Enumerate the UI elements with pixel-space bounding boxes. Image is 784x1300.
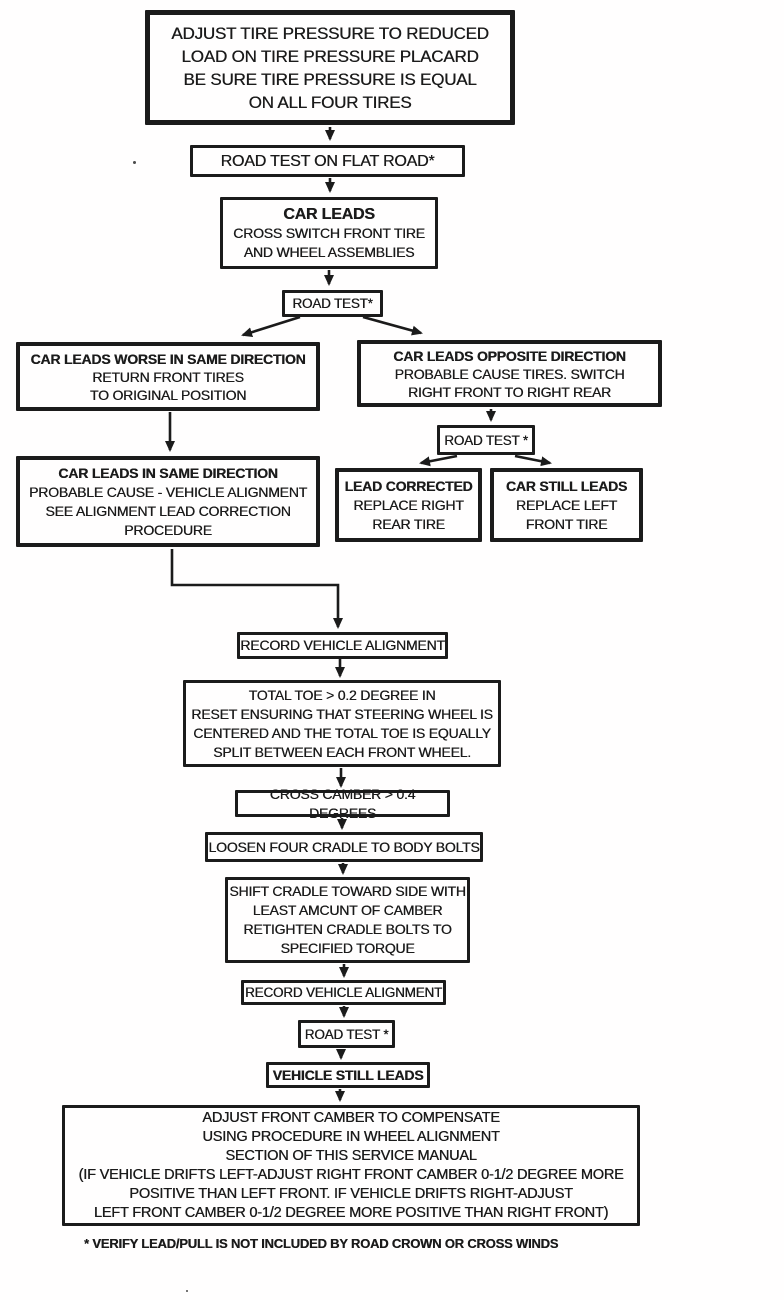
connector-roadtest2-to-leadcorrected [419,454,458,467]
node-shift-cradle: SHIFT CRADLE TOWARD SIDE WITH LEAST AMCU… [225,877,470,963]
node-text-line: PROBABLE CAUSE - VEHICLE ALIGNMENT [29,483,307,500]
node-text-line: ADJUST TIRE PRESSURE TO REDUCED [171,23,489,43]
node-title: CAR LEADS WORSE IN SAME DIRECTION [30,350,306,367]
node-text-line: RIGHT FRONT TO RIGHT REAR [408,383,611,400]
connector-roadtest1-to-leadsopposite [362,315,423,336]
node-adjust-tire-pressure: ADJUST TIRE PRESSURE TO REDUCED LOAD ON … [145,10,515,125]
node-text-line: RETURN FRONT TIRES [92,368,244,385]
node-text-line: ROAD TEST ON FLAT ROAD* [220,152,435,170]
node-text-line: REPLACE RIGHT [353,496,464,513]
node-text-line: (IF VEHICLE DRIFTS LEFT-ADJUST RIGHT FRO… [78,1166,624,1183]
node-vehicle-still-leads: VEHICLE STILL LEADS [266,1062,430,1088]
node-car-leads-opposite: CAR LEADS OPPOSITE DIRECTION PROBABLE CA… [357,340,662,407]
node-text-line: LEFT FRONT CAMBER 0-1/2 DEGREE MORE POSI… [93,1204,609,1221]
node-text-line: ON ALL FOUR TIRES [248,92,412,112]
node-text-line: CROSS SWITCH FRONT TIRE [233,224,425,241]
node-title: CAR LEADS OPPOSITE DIRECTION [393,347,626,364]
node-text-line: CROSS CAMBER > 0.4 DEGREES [269,785,416,821]
node-adjust-front-camber: ADJUST FRONT CAMBER TO COMPENSATE USING … [62,1105,640,1226]
node-text-line: SHIFT CRADLE TOWARD SIDE WITH [229,883,466,899]
node-text-line: SECTION OF THIS SERVICE MANUAL [225,1147,477,1164]
node-car-leads-same-direction: CAR LEADS IN SAME DIRECTION PROBABLE CAU… [16,456,320,547]
node-title: VEHICLE STILL LEADS [272,1066,424,1083]
node-text-line: ROAD TEST * [304,1026,389,1042]
node-road-test-2: ROAD TEST * [437,425,535,455]
node-text-line: CENTERED AND THE TOTAL TOE IS EQUALLY [193,724,491,741]
node-title: CAR LEADS [283,205,375,223]
node-loosen-cradle-bolts: LOOSEN FOUR CRADLE TO BODY BOLTS [205,832,483,862]
node-text-line: REAR TIRE [372,515,445,532]
node-text-line: SPECIFIED TORQUE [280,940,415,956]
scan-speck [133,161,136,164]
node-road-test-3: ROAD TEST * [298,1020,395,1048]
node-total-toe: TOTAL TOE > 0.2 DEGREE IN RESET ENSURING… [183,680,501,767]
node-text-line: ADJUST FRONT CAMBER TO COMPENSATE [202,1109,500,1126]
node-text-line: PROBABLE CAUSE TIRES. SWITCH [394,365,625,382]
node-text-line: RECORD VEHICLE ALIGNMENT [240,637,445,653]
node-car-still-leads: CAR STILL LEADS REPLACE LEFT FRONT TIRE [490,468,643,542]
node-road-test-1: ROAD TEST* [282,290,383,317]
node-title: CAR STILL LEADS [505,477,628,494]
node-text-line: TOTAL TOE > 0.2 DEGREE IN [248,686,436,703]
node-text-line: RECORD VEHICLE ALIGNMENT [245,985,442,1000]
node-text-line: LOAD ON TIRE PRESSURE PLACARD [181,46,479,66]
node-text-line: SEE ALIGNMENT LEAD CORRECTION [45,502,291,519]
node-road-test-flat-road: ROAD TEST ON FLAT ROAD* [190,145,465,177]
node-text-line: POSITIVE THAN LEFT FRONT. IF VEHICLE DRI… [129,1185,573,1202]
node-text-line: REPLACE LEFT [515,496,618,513]
node-record-alignment-2: RECORD VEHICLE ALIGNMENT [241,980,446,1005]
connector-roadtest1-to-leadsworse [241,315,301,338]
node-text-line: PROCEDURE [124,521,212,538]
node-car-leads-worse: CAR LEADS WORSE IN SAME DIRECTION RETURN… [16,342,320,411]
scan-speck [186,1290,188,1292]
node-text-line: BE SURE TIRE PRESSURE IS EQUAL [183,69,477,89]
footnote-verify-lead-pull: * VERIFY LEAD/PULL IS NOT INCLUDED BY RO… [84,1236,559,1251]
node-lead-corrected: LEAD CORRECTED REPLACE RIGHT REAR TIRE [335,468,482,542]
node-cross-camber: CROSS CAMBER > 0.4 DEGREES [235,786,450,821]
node-text-line: LEAST AMCUNT OF CAMBER [252,902,443,918]
node-text-line: RETIGHTEN CRADLE BOLTS TO [243,921,452,937]
connector-roadtest2-to-carstillleads [514,454,552,467]
node-title: CAR LEADS IN SAME DIRECTION [58,464,278,481]
node-text-line: ROAD TEST* [292,296,373,311]
node-title: LEAD CORRECTED [344,477,473,494]
node-text-line: FRONT TIRE [525,515,608,532]
node-text-line: USING PROCEDURE IN WHEEL ALIGNMENT [202,1128,500,1145]
node-text-line: LOOSEN FOUR CRADLE TO BODY BOLTS [208,838,480,855]
connector-leadssame-to-record1 [170,549,343,629]
node-text-line: RESET ENSURING THAT STEERING WHEEL IS [191,705,493,722]
node-record-alignment-1: RECORD VEHICLE ALIGNMENT [237,632,448,659]
node-text-line: AND WHEEL ASSEMBLIES [243,243,415,260]
node-text-line: SPLIT BETWEEN EACH FRONT WHEEL. [213,743,471,760]
node-car-leads: CAR LEADS CROSS SWITCH FRONT TIRE AND WH… [220,197,438,269]
node-text-line: ROAD TEST * [444,432,528,448]
node-text-line: TO ORIGINAL POSITION [89,386,247,403]
